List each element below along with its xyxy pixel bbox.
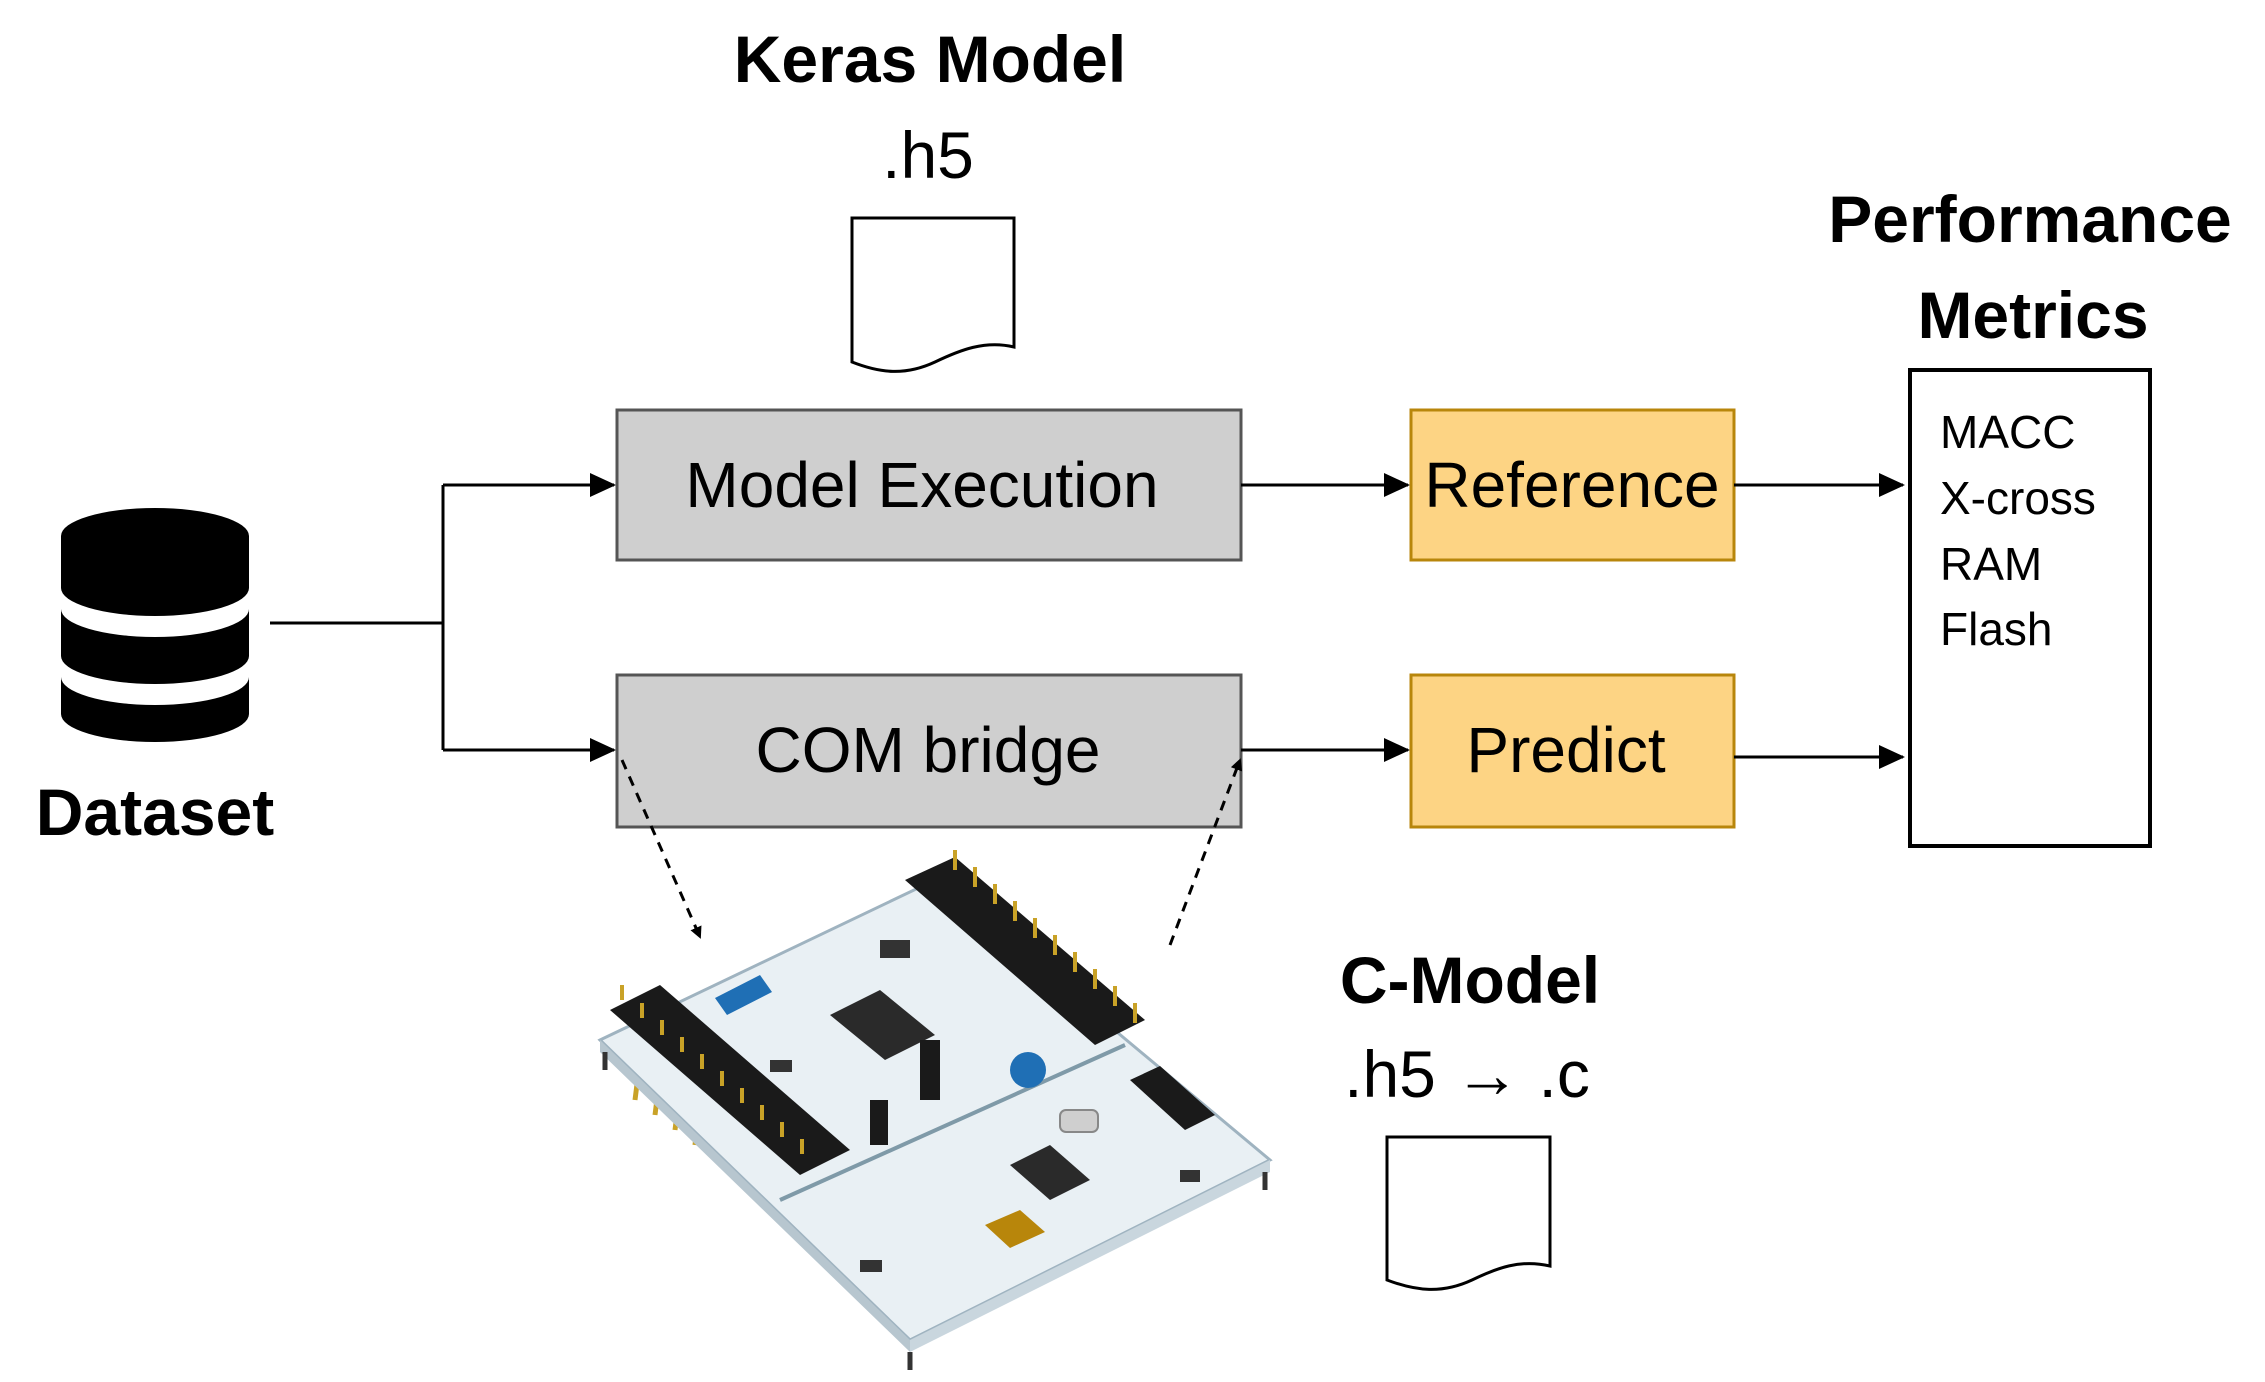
performance-metrics-title-line1: Performance xyxy=(1828,182,2232,256)
com-bridge-label: COM bridge xyxy=(756,714,1101,786)
metric-ram: RAM xyxy=(1940,538,2042,590)
reference-label: Reference xyxy=(1424,449,1719,521)
c-model-title: C-Model xyxy=(1340,943,1600,1017)
dashed-arrow-com-to-board xyxy=(620,759,702,939)
c-model-conversion: .h5 → .c xyxy=(1344,1037,1590,1111)
model-execution-label: Model Execution xyxy=(685,449,1158,521)
predict-label: Predict xyxy=(1466,714,1665,786)
metric-flash: Flash xyxy=(1940,603,2052,655)
keras-model-title: Keras Model xyxy=(734,22,1126,96)
keras-model-extension: .h5 xyxy=(882,118,974,192)
dataset-label: Dataset xyxy=(36,775,274,849)
keras-document-icon xyxy=(850,216,1016,373)
database-icon xyxy=(61,508,249,742)
performance-metrics-box xyxy=(1908,368,2152,848)
performance-metrics-title-line2: Metrics xyxy=(1917,278,2148,352)
dataset-connector xyxy=(270,473,616,762)
c-model-document-icon xyxy=(1385,1135,1552,1291)
metric-macc: MACC xyxy=(1940,406,2075,458)
microcontroller-board-image xyxy=(597,850,1273,1370)
reference-box xyxy=(1409,408,1736,562)
dashed-arrow-board-to-com xyxy=(1168,758,1243,946)
metric-x-cross: X-cross xyxy=(1940,472,2096,524)
model-execution-box xyxy=(615,408,1243,562)
predict-box xyxy=(1409,673,1736,829)
